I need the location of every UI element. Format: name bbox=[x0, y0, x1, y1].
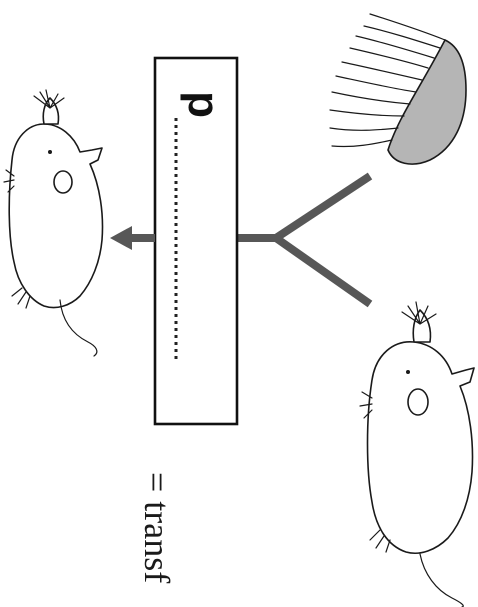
probe-label: d bbox=[176, 91, 220, 118]
donor-mouse bbox=[360, 302, 474, 607]
caption: = transf bbox=[136, 472, 178, 583]
tissue-sample bbox=[330, 14, 466, 164]
recipient-mouse bbox=[4, 90, 103, 356]
branching-connector bbox=[236, 176, 370, 304]
left-arrow bbox=[110, 226, 155, 250]
tissue-sample-body bbox=[388, 40, 466, 164]
